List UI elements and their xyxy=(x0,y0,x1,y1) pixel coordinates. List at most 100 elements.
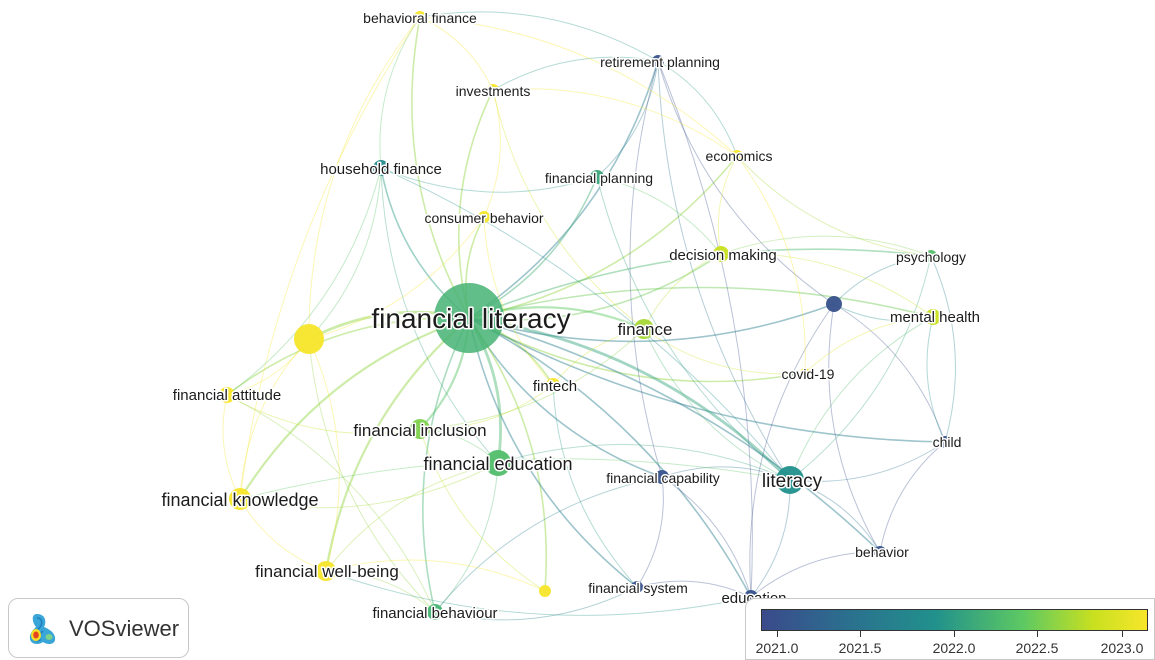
network-link xyxy=(552,384,638,588)
node-label-consumer-behavior[interactable]: consumer behavior xyxy=(423,209,545,228)
node-financial-attitude[interactable] xyxy=(219,387,235,403)
network-link xyxy=(239,498,327,572)
network-link xyxy=(661,466,791,481)
node-child[interactable] xyxy=(939,436,951,448)
node-label-financial-literacy[interactable]: financial literacy xyxy=(370,302,572,336)
node-unlabeled-yellow[interactable] xyxy=(294,324,324,354)
node-investments[interactable] xyxy=(487,84,499,96)
vosviewer-logo-box[interactable]: VOSviewer xyxy=(8,598,189,658)
network-link xyxy=(226,394,436,613)
legend-tick-label: 2022.0 xyxy=(932,640,976,656)
network-link xyxy=(308,338,436,613)
node-label-decision-making[interactable]: decision making xyxy=(668,246,779,266)
network-link xyxy=(325,559,546,592)
node-label-economics[interactable]: economics xyxy=(704,147,774,166)
network-nodes xyxy=(219,11,951,620)
node-label-financial-education[interactable]: financial education xyxy=(422,453,574,476)
network-link xyxy=(380,167,598,193)
node-label-financial-planning[interactable]: financial planning xyxy=(543,169,654,188)
node-fintech[interactable] xyxy=(546,378,560,392)
node-unlabeled-purple[interactable] xyxy=(826,296,842,312)
node-financial-planning[interactable] xyxy=(590,170,604,184)
node-label-retirement-planning[interactable]: retirement planning xyxy=(599,53,722,72)
network-link xyxy=(643,328,791,481)
network-link xyxy=(422,317,470,613)
network-link xyxy=(657,60,738,157)
node-label-literacy[interactable]: literacy xyxy=(760,470,824,494)
node-financial-capability[interactable] xyxy=(655,470,669,484)
node-psychology[interactable] xyxy=(925,250,937,262)
network-link xyxy=(492,56,659,91)
node-label-financial-system[interactable]: financial system xyxy=(587,579,690,598)
node-label-household-finance[interactable]: household finance xyxy=(319,160,444,180)
network-link xyxy=(325,570,752,616)
network-link xyxy=(736,155,806,374)
node-financial-system[interactable] xyxy=(631,581,643,593)
network-link xyxy=(468,316,791,481)
node-finance[interactable] xyxy=(634,319,654,339)
node-label-financial-well-being[interactable]: financial well-being xyxy=(254,561,401,583)
network-link xyxy=(324,317,470,572)
node-label-financial-knowledge[interactable]: financial knowledge xyxy=(160,489,320,512)
node-label-finance[interactable]: finance xyxy=(616,319,674,341)
node-label-mental-health[interactable]: mental health xyxy=(888,308,981,328)
network-link xyxy=(789,316,934,481)
network-link xyxy=(419,16,738,157)
brand-name: VOSviewer xyxy=(69,616,180,641)
year-color-legend: 2021.0 2021.5 2022.0 2022.5 2023.0 xyxy=(745,598,1155,660)
node-retirement-planning[interactable] xyxy=(652,55,664,67)
node-economics[interactable] xyxy=(731,150,743,162)
network-link xyxy=(308,216,485,340)
node-mental-health[interactable] xyxy=(925,309,941,325)
node-label-behavior[interactable]: behavior xyxy=(854,543,911,562)
network-link xyxy=(308,16,421,340)
network-link xyxy=(379,16,421,169)
node-behavior[interactable] xyxy=(874,546,886,558)
node-behavioral-finance[interactable] xyxy=(414,11,426,23)
node-financial-literacy[interactable] xyxy=(434,283,504,353)
network-link xyxy=(239,458,791,500)
network-link xyxy=(926,316,946,443)
network-links xyxy=(222,11,956,621)
network-link xyxy=(789,441,946,482)
network-link xyxy=(804,316,934,374)
node-financial-well-being[interactable] xyxy=(316,561,336,581)
network-link xyxy=(492,88,738,157)
node-financial-behaviour[interactable] xyxy=(427,604,443,620)
node-financial-education[interactable] xyxy=(485,450,511,476)
network-link xyxy=(629,60,663,478)
node-label-child[interactable]: child xyxy=(931,433,963,452)
color-scale-bar xyxy=(761,609,1148,631)
node-label-covid-19[interactable]: covid-19 xyxy=(780,365,836,384)
network-link xyxy=(879,441,946,553)
node-label-financial-attitude[interactable]: financial attitude xyxy=(171,386,282,406)
node-consumer-behavior[interactable] xyxy=(478,211,490,223)
node-financial-knowledge[interactable] xyxy=(229,488,251,510)
node-label-fintech[interactable]: fintech xyxy=(531,377,578,397)
node-label-financial-capability[interactable]: financial capability xyxy=(605,469,722,488)
node-label-financial-behaviour[interactable]: financial behaviour xyxy=(371,604,499,624)
network-link xyxy=(720,235,932,257)
node-label-financial-inclusion[interactable]: financial inclusion xyxy=(352,420,488,442)
node-decision-making[interactable] xyxy=(713,246,729,262)
legend-tick-mark xyxy=(777,631,778,637)
network-link xyxy=(789,255,932,481)
node-covid-19[interactable] xyxy=(800,368,810,378)
network-link xyxy=(239,316,470,500)
node-label-behavioral-finance[interactable]: behavioral finance xyxy=(362,9,479,28)
node-household-finance[interactable] xyxy=(373,160,389,176)
network-link xyxy=(380,167,499,464)
node-label-investments[interactable]: investments xyxy=(454,82,532,101)
network-link xyxy=(750,479,791,598)
network-link xyxy=(657,60,791,481)
node-unlabeled-yellow-small[interactable] xyxy=(539,585,551,597)
network-link xyxy=(380,167,791,481)
node-literacy[interactable] xyxy=(776,466,804,494)
node-label-psychology[interactable]: psychology xyxy=(894,248,967,267)
network-link xyxy=(833,303,946,443)
node-financial-inclusion[interactable] xyxy=(410,419,430,439)
network-link xyxy=(749,303,835,598)
network-link xyxy=(239,338,310,500)
network-link xyxy=(239,16,421,500)
